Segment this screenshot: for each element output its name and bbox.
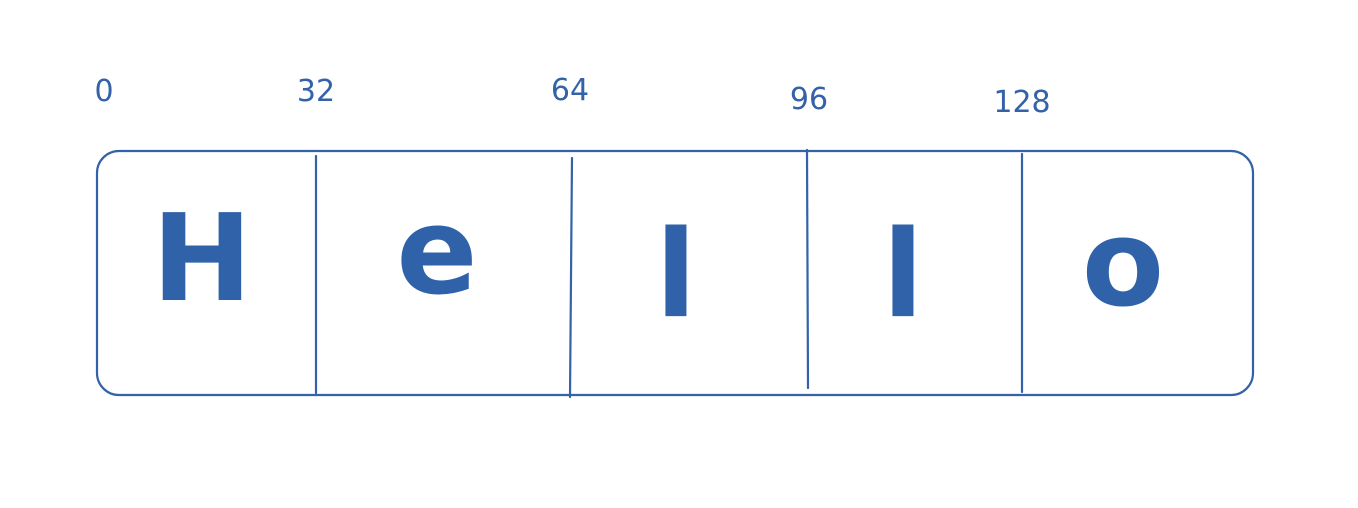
cell-dividers	[314, 148, 1024, 399]
offset-label: 128	[993, 85, 1050, 120]
cell-character: H	[152, 190, 252, 329]
cell-divider	[805, 148, 810, 390]
cell-characters: H e l l o	[152, 183, 1164, 345]
offset-label: 96	[790, 82, 828, 117]
offset-label: 0	[94, 74, 113, 109]
cell-character: e	[396, 183, 477, 322]
cell-character: l	[655, 206, 696, 345]
offset-label: 32	[297, 74, 335, 109]
cell-character: l	[882, 206, 923, 345]
offset-label: 64	[551, 73, 589, 108]
cell-character: o	[1082, 195, 1164, 334]
cell-divider	[568, 156, 574, 399]
string-box-frame	[95, 149, 1255, 397]
offset-labels: 0 32 64 96 128	[94, 73, 1050, 120]
